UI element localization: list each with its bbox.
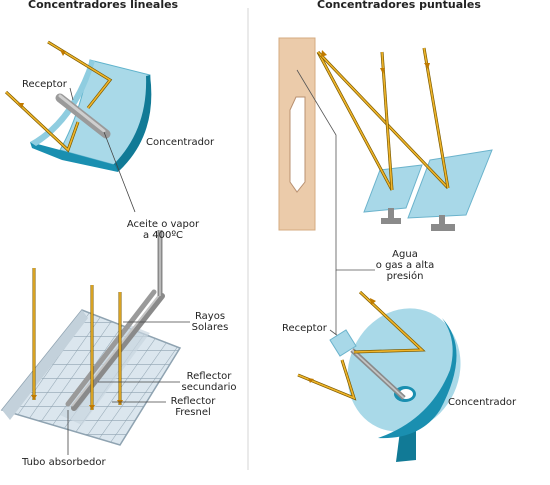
trough-bottom (30, 142, 118, 172)
label-fluid: Aceite o vapor a 400ºC (110, 219, 216, 241)
label-reflector-fresnel: Reflector Fresnel (164, 396, 222, 418)
fresnel-absorber-tube (65, 289, 157, 407)
label-fluid-line1: Aceite o vapor (126, 219, 200, 230)
label-reflector-sec-line1: Reflector (186, 371, 232, 382)
label-receptor-trough: Receptor (22, 79, 67, 90)
heliostat-2 (407, 149, 493, 231)
label-receptor-dish: Receptor (282, 323, 327, 334)
label-reflector-fresnel-line2: Fresnel (175, 407, 211, 418)
label-fluid-line2: a 400ºC (142, 230, 184, 241)
label-agua: Agua o gas a alta presión (368, 249, 442, 282)
dish-receiver-arm (329, 329, 406, 400)
title-point-concentrators: Concentradores puntuales (317, 0, 481, 11)
label-reflector-fresnel-line1: Reflector (170, 396, 216, 407)
label-concentrador-trough: Concentrador (146, 137, 215, 148)
parabolic-dish (347, 308, 461, 462)
label-rayos-line1: Rayos (194, 311, 226, 322)
dish-rays (297, 290, 426, 401)
tower-rays (316, 47, 450, 191)
label-reflector-secundario: Reflector secundario (178, 371, 240, 393)
title-linear-concentrators: Concentradores lineales (28, 0, 179, 11)
trough-rim (113, 75, 152, 172)
label-agua-line3: presión (386, 271, 424, 282)
label-agua-line1: Agua (392, 249, 418, 260)
solar-tower (278, 37, 316, 231)
label-rayos-line2: Solares (191, 322, 229, 333)
label-tubo-absorbedor: Tubo absorbedor (22, 457, 106, 468)
parabolic-trough (30, 59, 152, 172)
fresnel-secondary-reflector (71, 293, 165, 411)
label-agua-line2: o gas a alta (375, 260, 435, 271)
label-rayos-solares: Rayos Solares (186, 311, 234, 333)
label-concentrador-dish: Concentrador (448, 397, 517, 408)
fresnel-rays (31, 268, 123, 410)
label-reflector-sec-line2: secundario (181, 382, 237, 393)
